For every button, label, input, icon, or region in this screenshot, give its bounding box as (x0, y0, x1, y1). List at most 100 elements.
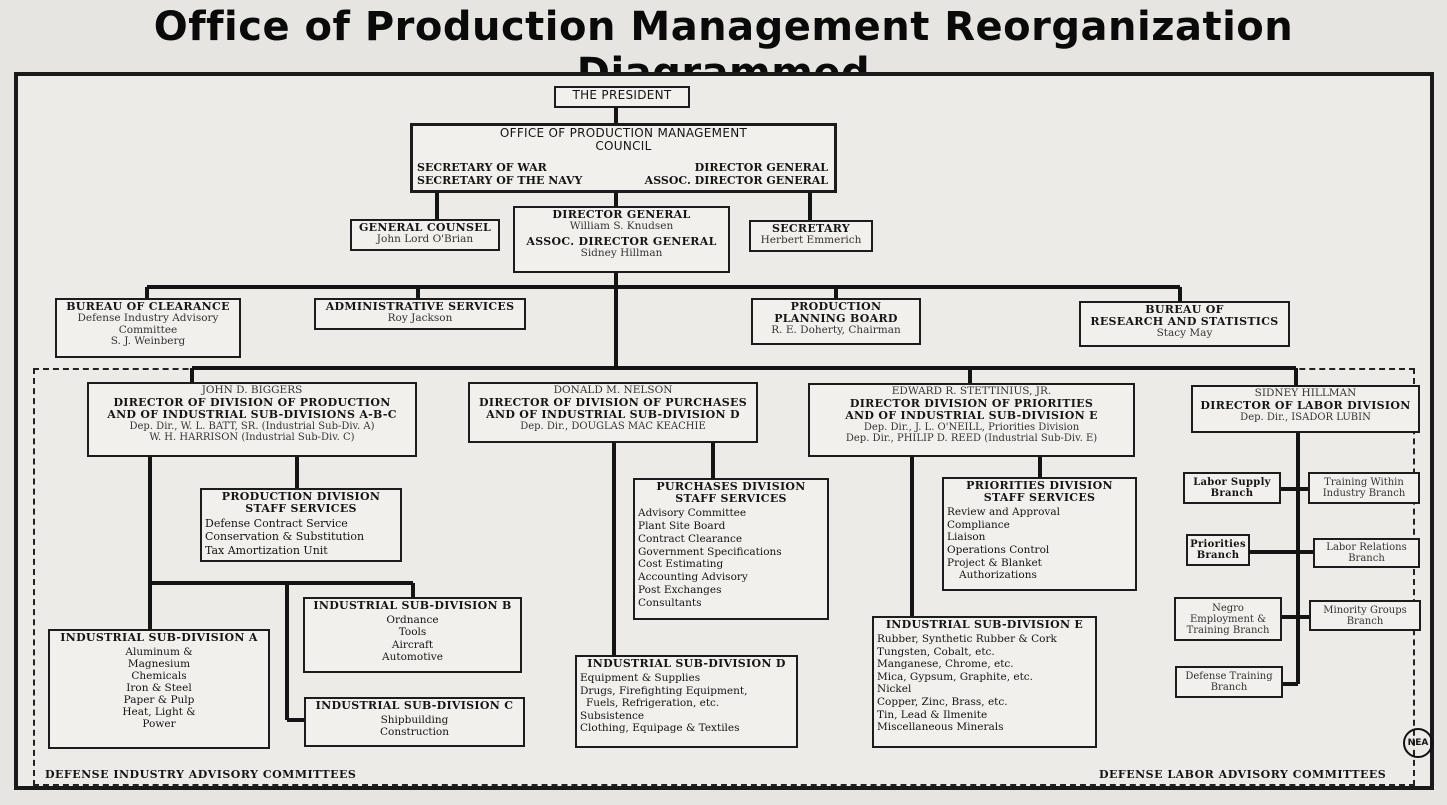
director-general-name: William S. Knudsen (569, 220, 674, 233)
labor-director-name: SIDNEY HILLMAN (1254, 387, 1357, 399)
list-item: Advisory Committee (638, 507, 747, 520)
production-staff-title-2: STAFF SERVICES (245, 502, 357, 516)
minority-groups-branch: Minority Groups Branch (1309, 600, 1421, 631)
list-item: Tools (398, 626, 427, 639)
production-staff-title-1: PRODUCTION DIVISION (221, 490, 381, 503)
secretary-name: Herbert Emmerich (760, 234, 862, 247)
list-item: Post Exchanges (638, 583, 722, 596)
list-item: Tungsten, Cobalt, etc. (877, 645, 995, 658)
bureau-clearance-box: BUREAU OF CLEARANCE Defense Industry Adv… (55, 298, 241, 358)
defense-training-label: Defense Training Branch (1185, 671, 1273, 693)
general-counsel-name: John Lord O'Brian (376, 233, 474, 246)
purchases-staff-box: PURCHASES DIVISION STAFF SERVICES Adviso… (633, 478, 829, 620)
list-item: Subsistence (580, 709, 645, 722)
list-item: Cost Estimating (638, 558, 724, 571)
list-item: Aircraft (391, 638, 434, 651)
bureau-research-title-2: RESEARCH AND STATISTICS (1090, 315, 1279, 329)
council-member-navy: SECRETARY OF THE NAVY (417, 173, 583, 187)
production-division-title-2: AND OF INDUSTRIAL SUB-DIVISIONS A-B-C (107, 407, 397, 421)
negro-employment-label: Negro Employment & Training Branch (1186, 602, 1270, 636)
priorities-staff-title-1: PRIORITIES DIVISION (966, 479, 1113, 492)
labor-supply-label: Labor Supply Branch (1193, 477, 1271, 499)
list-item: Mica, Gypsum, Graphite, etc. (877, 670, 1034, 683)
subdivision-b-title: INDUSTRIAL SUB-DIVISION B (313, 599, 512, 612)
purchases-staff-title-2: STAFF SERVICES (675, 492, 787, 506)
list-item: Automotive (382, 651, 443, 664)
labor-relations-label: Labor Relations Branch (1326, 542, 1407, 564)
list-item: Construction (379, 726, 450, 739)
council-title: OFFICE OF PRODUCTION MANAGEMENT (499, 126, 748, 140)
priorities-staff-box: PRIORITIES DIVISION STAFF SERVICES Revie… (942, 477, 1137, 591)
priorities-deputy-1: Dep. Dir., J. L. O'NEILL, Priorities Div… (863, 421, 1080, 433)
purchases-division-title-1: DIRECTOR OF DIVISION OF PURCHASES (479, 395, 747, 409)
subdivision-b-box: INDUSTRIAL SUB-DIVISION B Ordnance Tools… (303, 597, 522, 673)
council-member-director: DIRECTOR GENERAL (694, 161, 828, 174)
production-deputy-1: Dep. Dir., W. L. BATT, SR. (Industrial S… (129, 420, 375, 432)
general-counsel-title: GENERAL COUNSEL (358, 221, 491, 234)
list-item: Plant Site Board (638, 519, 726, 532)
list-item: Review and Approval (947, 506, 1060, 519)
list-item: Rubber, Synthetic Rubber & Cork (877, 633, 1057, 646)
labor-division-box: SIDNEY HILLMAN DIRECTOR OF LABOR DIVISIO… (1191, 385, 1420, 433)
list-item: Magnesium (127, 658, 191, 671)
priorities-branch-label: Priorities Branch (1190, 539, 1246, 561)
director-general-box: DIRECTOR GENERAL William S. Knudsen ASSO… (513, 206, 730, 273)
list-item: Power (142, 718, 176, 731)
list-item: Paper & Pulp (123, 694, 195, 707)
labor-division-title: DIRECTOR OF LABOR DIVISION (1200, 398, 1411, 412)
director-general-title: DIRECTOR GENERAL (552, 208, 691, 221)
council-member-assoc: ASSOC. DIRECTOR GENERAL (644, 173, 828, 187)
bureau-clearance-name: S. J. Weinberg (110, 335, 186, 348)
list-item: Nickel (877, 683, 912, 696)
defense-training-branch: Defense Training Branch (1175, 666, 1283, 698)
training-within-label: Training Within Industry Branch (1322, 477, 1406, 499)
admin-services-box: ADMINISTRATIVE SERVICES Roy Jackson (314, 298, 526, 330)
planning-board-title-2: PLANNING BOARD (774, 312, 898, 326)
admin-services-title: ADMINISTRATIVE SERVICES (325, 300, 515, 313)
footer-labor-committees: DEFENSE LABOR ADVISORY COMMITTEES (1099, 768, 1387, 781)
labor-relations-branch: Labor Relations Branch (1313, 538, 1420, 568)
list-item: Tin, Lead & Ilmenite (877, 708, 988, 721)
bureau-research-box: BUREAU OF RESEARCH AND STATISTICS Stacy … (1079, 301, 1290, 347)
bureau-clearance-line1: Defense Industry Advisory (77, 312, 219, 325)
subdivision-e-box: INDUSTRIAL SUB-DIVISION E Rubber, Synthe… (872, 616, 1097, 748)
priorities-director-name: EDWARD R. STETTINIUS, JR. (891, 385, 1052, 397)
list-item: Iron & Steel (126, 682, 192, 695)
labor-deputy-1: Dep. Dir., ISADOR LUBIN (1240, 411, 1371, 423)
list-item: Manganese, Chrome, etc. (877, 658, 1014, 671)
assoc-director-name: Sidney Hillman (580, 246, 663, 259)
list-item: Contract Clearance (638, 532, 743, 545)
footer-industry-committees: DEFENSE INDUSTRY ADVISORY COMMITTEES (45, 768, 357, 781)
list-item: Aluminum & (125, 646, 193, 659)
bureau-clearance-title: BUREAU OF CLEARANCE (66, 300, 230, 313)
secretary-box: SECRETARY Herbert Emmerich (749, 220, 873, 252)
purchases-deputy-1: Dep. Dir., DOUGLAS MAC KEACHIE (520, 420, 706, 432)
subdivision-c-title: INDUSTRIAL SUB-DIVISION C (315, 699, 514, 712)
production-division-box: JOHN D. BIGGERS DIRECTOR OF DIVISION OF … (87, 382, 417, 457)
list-item: Tax Amortization Unit (205, 543, 328, 557)
subdivision-c-box: INDUSTRIAL SUB-DIVISION C Shipbuilding C… (304, 697, 525, 747)
priorities-branch: Priorities Branch (1186, 534, 1250, 566)
subdivision-e-title: INDUSTRIAL SUB-DIVISION E (885, 618, 1084, 631)
negro-employment-branch: Negro Employment & Training Branch (1174, 597, 1282, 641)
list-item: Conservation & Substitution (205, 530, 365, 544)
list-item: Liaison (947, 531, 986, 544)
purchases-staff-title-1: PURCHASES DIVISION (656, 480, 806, 493)
list-item: Chemicals (131, 670, 187, 683)
training-within-branch: Training Within Industry Branch (1308, 472, 1420, 504)
list-item: Operations Control (947, 543, 1050, 556)
council-subtitle: COUNCIL (595, 139, 652, 154)
subdivision-d-title: INDUSTRIAL SUB-DIVISION D (587, 657, 786, 670)
admin-services-name: Roy Jackson (387, 312, 453, 325)
subdivision-d-box: INDUSTRIAL SUB-DIVISION D Equipment & Su… (575, 655, 798, 748)
list-item: Copper, Zinc, Brass, etc. (877, 696, 1008, 709)
secretary-title: SECRETARY (771, 222, 851, 235)
council-box: OFFICE OF PRODUCTION MANAGEMENT COUNCIL … (410, 123, 837, 193)
bureau-research-name: Stacy May (1156, 327, 1213, 340)
assoc-director-title: ASSOC. DIRECTOR GENERAL (526, 234, 717, 248)
purchases-division-box: DONALD M. NELSON DIRECTOR OF DIVISION OF… (468, 382, 758, 443)
list-item: Consultants (638, 596, 702, 609)
list-item: Authorizations (959, 569, 1037, 582)
bureau-clearance-line2: Committee (118, 323, 178, 336)
